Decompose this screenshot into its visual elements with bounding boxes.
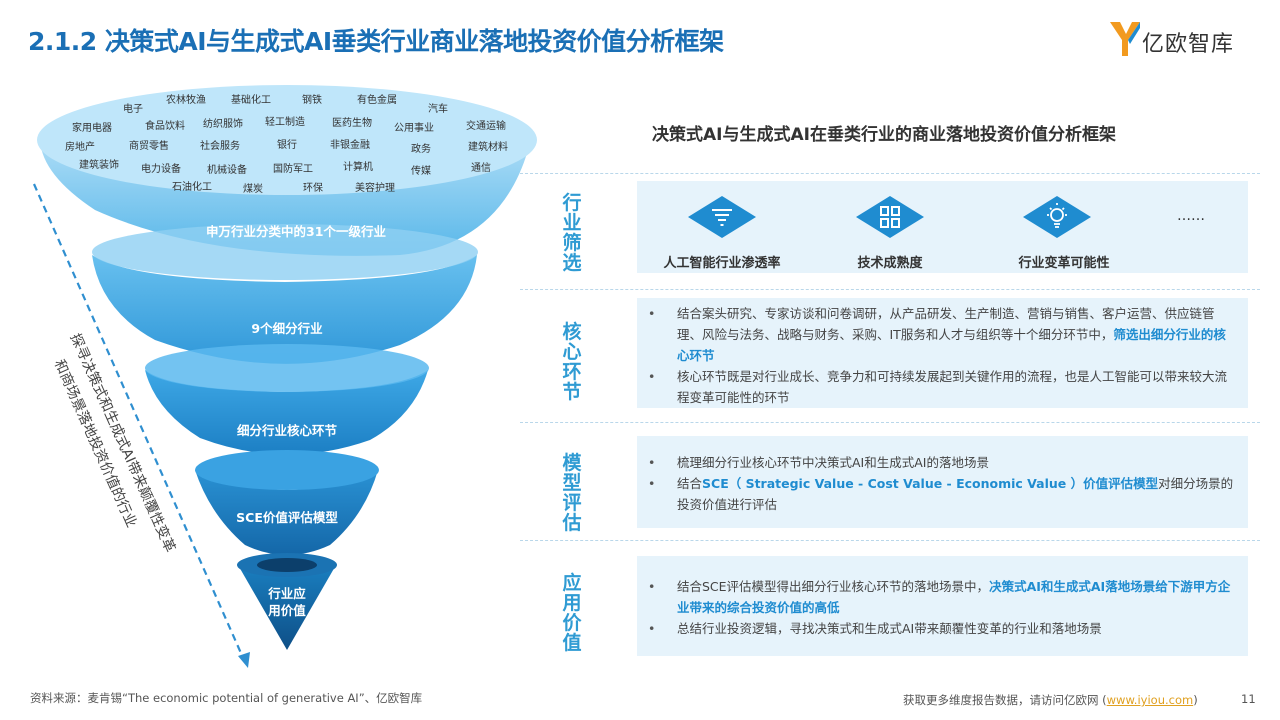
funnel-level-4-label: SCE价值评估模型: [236, 510, 338, 525]
value-bullets: 结合SCE评估模型得出细分行业核心环节的落地场景中，决策式AI和生成式AI落地场…: [648, 576, 1238, 639]
industry-label: 机械设备: [207, 163, 247, 176]
more-ellipsis: ……: [1177, 208, 1205, 224]
funnel-level-3-label: 细分行业核心环节: [237, 423, 338, 438]
list-item: 结合案头研究、专家访谈和问卷调研，从产品研发、生产制造、营销与销售、客户运营、供…: [648, 303, 1238, 366]
industry-label: 医药生物: [332, 116, 372, 129]
framework-title: 决策式AI与生成式AI在垂类行业的商业落地投资价值分析框架: [652, 125, 1116, 145]
website-link[interactable]: www.iyiou.com: [1106, 693, 1194, 707]
funnel-level-4: [195, 470, 378, 555]
industry-label: 房地产: [65, 140, 95, 153]
logo-icon: [1110, 22, 1140, 56]
industry-label: 轻工制造: [265, 115, 305, 128]
industry-label: 有色金属: [357, 93, 397, 106]
list-item: 梳理细分行业核心环节中决策式AI和生成式AI的落地场景: [648, 452, 1238, 473]
industry-label: 社会服务: [200, 139, 240, 152]
funnel-level-2-label: 9个细分行业: [251, 321, 323, 336]
industry-label: 石油化工: [172, 180, 212, 193]
industry-label: 钢铁: [302, 93, 322, 106]
page-title: 2.1.2 决策式AI与生成式AI垂类行业商业落地投资价值分析框架: [28, 27, 724, 56]
icon-caption: 行业变革可能性: [1018, 256, 1110, 271]
industry-label: 食品饮料: [145, 119, 185, 132]
logo: 亿欧智库: [1108, 16, 1258, 62]
funnel-top-ellipse: [37, 85, 537, 195]
funnel-level-2: [92, 255, 477, 364]
list-item: 总结行业投资逻辑，寻找决策式和生成式AI带来颠覆性变革的行业和落地场景: [648, 618, 1238, 639]
industry-label: 煤炭: [243, 182, 263, 195]
model-bullets: 梳理细分行业核心环节中决策式AI和生成式AI的落地场景 结合SCE（ Strat…: [648, 452, 1238, 515]
page-number: 11: [1241, 692, 1256, 706]
icon-caption: 技术成熟度: [857, 256, 923, 271]
logo-text: 亿欧智库: [1142, 32, 1235, 57]
funnel-level-2-top: [92, 224, 478, 280]
industry-label: 国防军工: [273, 162, 313, 175]
footer-more: 获取更多维度报告数据，请访问亿欧网 (www.iyiou.com): [903, 693, 1198, 707]
industry-label: 农林牧渔: [166, 93, 206, 106]
industry-label: 传媒: [411, 165, 431, 177]
divider: [520, 422, 1260, 423]
funnel-level-1-label: 申万行业分类中的31个一级行业: [206, 224, 386, 239]
stage-label-core: 核心环节: [562, 321, 582, 403]
stage-label-model: 模型评估: [562, 452, 582, 534]
lightbulb-icon: [1023, 196, 1091, 238]
grid-icon: [856, 196, 924, 238]
industry-label: 交通运输: [466, 119, 506, 132]
industry-labels: 电子 农林牧渔 基础化工 钢铁 有色金属 汽车 家用电器 食品饮料 纺织服饰 轻…: [65, 93, 508, 195]
industry-label: 计算机: [343, 160, 373, 173]
industry-label: 建筑装饰: [79, 158, 119, 171]
divider: [520, 540, 1260, 541]
funnel-level-5-label-2: 用价值: [267, 603, 306, 618]
stage-label-value: 应用价值: [562, 572, 582, 654]
arrow-head-icon: [238, 652, 250, 668]
stage-label-screening: 行业筛选: [562, 192, 582, 274]
industry-label: 环保: [303, 181, 323, 194]
industry-label: 银行: [277, 138, 297, 151]
industry-label: 公用事业: [394, 121, 434, 134]
divider: [520, 289, 1260, 290]
source-note: 资料来源：麦肯锡“The economic potential of gener…: [30, 691, 423, 705]
funnel-level-3: [145, 370, 428, 455]
industry-label: 非银金融: [330, 138, 370, 151]
filter-icon: [688, 196, 756, 238]
industry-label: 纺织服饰: [203, 117, 243, 130]
list-item: 结合SCE评估模型得出细分行业核心环节的落地场景中，决策式AI和生成式AI落地场…: [648, 576, 1238, 618]
list-item: 结合SCE（ Strategic Value - Cost Value - Ec…: [648, 473, 1238, 515]
industry-label: 汽车: [428, 102, 448, 115]
funnel-level-4-top: [195, 450, 379, 490]
funnel-level-5-label-1: 行业应: [267, 586, 306, 601]
industry-label: 美容护理: [355, 181, 395, 194]
industry-label: 基础化工: [231, 93, 271, 106]
core-bullets: 结合案头研究、专家访谈和问卷调研，从产品研发、生产制造、营销与销售、客户运营、供…: [648, 303, 1238, 408]
industry-label: 电子: [123, 102, 143, 115]
list-item: 核心环节既是对行业成长、竞争力和可持续发展起到关键作用的流程，也是人工智能可以带…: [648, 366, 1238, 408]
industry-label: 商贸零售: [129, 139, 169, 152]
funnel-level-5: [238, 565, 336, 650]
industry-label: 电力设备: [141, 162, 181, 175]
industry-label: 建筑材料: [468, 140, 508, 153]
funnel-level-3-top: [145, 344, 429, 392]
industry-funnel: 电子 农林牧渔 基础化工 钢铁 有色金属 汽车 家用电器 食品饮料 纺织服饰 轻…: [32, 85, 537, 668]
industry-label: 政务: [411, 142, 431, 155]
side-dashed-arrow: [32, 183, 246, 661]
divider: [520, 173, 1260, 174]
icon-caption: 人工智能行业渗透率: [663, 256, 781, 271]
industry-label: 通信: [471, 162, 491, 174]
industry-label: 家用电器: [72, 121, 112, 134]
